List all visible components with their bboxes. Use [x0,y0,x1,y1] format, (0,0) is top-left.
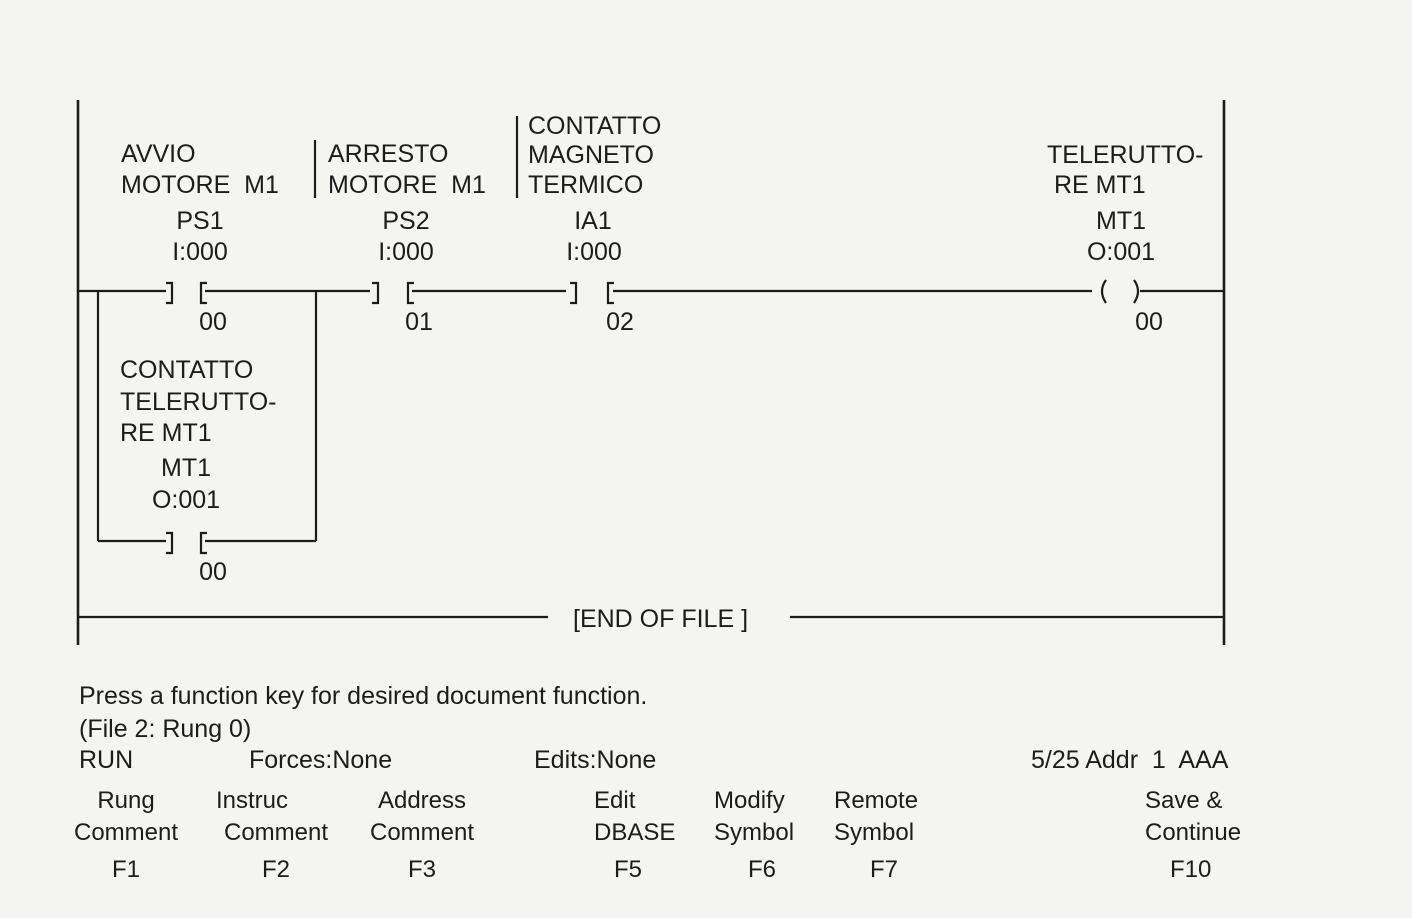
f7-remote-symbol-key[interactable]: Remote Symbol F7 [830,785,940,886]
fkey-label: Address [377,787,467,814]
branch-bit: 00 [199,558,227,586]
f5-edit-dbase-key[interactable]: Edit DBASE F5 [584,785,678,886]
contact-address: I:000 [378,238,434,266]
f6-modify-symbol-key[interactable]: Modify Symbol F6 [710,785,810,886]
fkey-label: Symbol [834,819,915,846]
fkey-label: Instruc [216,787,289,814]
coil-address: O:001 [1087,238,1155,266]
contact-mt1-branch[interactable] [166,531,207,555]
processor-mode: RUN [79,746,134,774]
contact-bit: 02 [606,308,634,336]
coil-bit: 00 [1135,308,1163,336]
fkey-label: Comment [223,819,329,846]
f3-address-comment-key[interactable]: Address Comment F3 [362,785,482,886]
branch-desc: TELERUTTO- [120,388,277,416]
contact-desc: CONTATTO [528,112,661,140]
fkey-label: Rung [97,787,155,814]
fkey-label: Save & [1145,787,1223,814]
contact-desc: MOTORE M1 [121,171,279,199]
fkey-name: F7 [870,856,899,883]
coil-desc: RE MT1 [1054,171,1146,199]
fkey-name: F3 [407,856,436,883]
coil-mt1[interactable] [1100,279,1140,304]
end-of-file-label: [END OF FILE ] [573,605,748,633]
f1-rung-comment-key[interactable]: Rung Comment F1 [66,785,186,886]
contact-desc: MOTORE M1 [328,171,486,199]
fkey-name: F5 [614,856,643,883]
coil-desc: TELERUTTO- [1047,141,1204,169]
fkey-name: F10 [1170,856,1212,883]
contact-address: I:000 [566,238,622,266]
branch-address: O:001 [152,486,220,514]
fkey-label: Edit [594,787,636,814]
fkey-label: Remote [834,787,919,814]
address-info: 5/25 Addr 1 AAA [1031,746,1229,774]
fkey-name: F6 [748,856,777,883]
contact-desc: TERMICO [528,171,643,199]
branch-symbol: MT1 [161,454,211,482]
contact-bit: 00 [199,308,227,336]
branch-desc: RE MT1 [120,419,212,447]
edits-status: Edits:None [534,746,657,774]
fkey-label: Comment [369,819,475,846]
fkey-label: DBASE [594,819,676,846]
fkey-label: Modify [714,787,785,814]
contact-desc: MAGNETO [528,141,654,169]
contact-address: I:000 [172,238,228,266]
branch-desc: CONTATTO [120,356,253,384]
contact-symbol: PS2 [382,207,429,235]
contact-desc: AVVIO [121,140,196,168]
fkey-label: Comment [73,819,179,846]
contact-ia1[interactable] [570,281,614,305]
contact-bit: 01 [405,308,433,336]
coil-symbol: MT1 [1096,207,1146,235]
contact-desc: ARRESTO [328,140,448,168]
fkey-label: Symbol [714,819,795,846]
contact-symbol: PS1 [176,207,223,235]
contact-symbol: IA1 [574,207,612,235]
prompt-message: Press a function key for desired documen… [79,682,648,710]
file-rung-location: (File 2: Rung 0) [79,715,252,743]
fkey-name: F2 [261,856,290,883]
f10-save-continue-key[interactable]: Save & Continue F10 [1140,785,1260,886]
forces-status: Forces:None [249,746,393,774]
fkey-label: Continue [1145,819,1242,846]
parallel-branch [96,291,318,543]
contact-ps2[interactable] [372,281,414,305]
f2-instruc-comment-key[interactable]: Instruc Comment F2 [216,785,336,886]
fkey-name: F1 [111,856,140,883]
contact-ps1[interactable] [166,281,207,305]
